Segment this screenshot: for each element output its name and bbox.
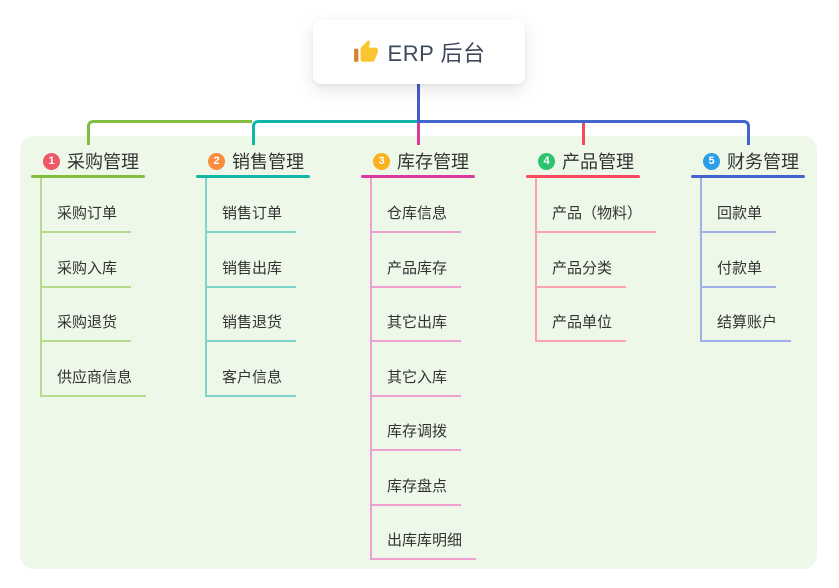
connector-root <box>417 84 420 121</box>
branch-title-label: 库存管理 <box>397 152 469 172</box>
branch-title-label: 产品管理 <box>562 152 634 172</box>
child-node[interactable]: 出库库明细 <box>370 530 477 560</box>
child-node[interactable]: 仓库信息 <box>370 203 462 233</box>
connector-elbow-1 <box>86 120 252 145</box>
child-node[interactable]: 销售出库 <box>205 258 297 288</box>
connector-drop-3 <box>416 121 420 145</box>
child-node[interactable]: 结算账户 <box>700 312 792 342</box>
branch-underline <box>361 175 475 178</box>
root-label: ERP 后台 <box>387 41 486 66</box>
branch-title-3[interactable]: 3 库存管理 <box>361 148 475 174</box>
thumbs-up-icon <box>353 39 379 65</box>
branch-underline <box>526 175 640 178</box>
branch-title-1[interactable]: 1 采购管理 <box>31 148 145 174</box>
branch-number-badge: 1 <box>43 152 60 170</box>
branch-children-line <box>700 178 702 342</box>
branch-number-badge: 3 <box>373 152 390 170</box>
child-node[interactable]: 付款单 <box>700 258 777 288</box>
branch-number-badge: 4 <box>538 152 555 170</box>
branch-underline <box>31 175 145 178</box>
connector-drop-4 <box>581 121 585 145</box>
branch-number-badge: 5 <box>703 152 720 170</box>
child-node[interactable]: 产品分类 <box>535 258 627 288</box>
child-node[interactable]: 采购退货 <box>40 312 132 342</box>
branch-underline <box>196 175 310 178</box>
child-node[interactable]: 采购入库 <box>40 258 132 288</box>
branch-children-line <box>370 178 372 560</box>
root-node[interactable]: ERP 后台 <box>313 20 525 84</box>
branches-panel <box>20 136 817 569</box>
child-node[interactable]: 其它出库 <box>370 312 462 342</box>
connector-elbow-5 <box>416 120 750 145</box>
child-node[interactable]: 销售订单 <box>205 203 297 233</box>
branch-title-label: 财务管理 <box>727 152 799 172</box>
child-node[interactable]: 客户信息 <box>205 367 297 397</box>
branch-number-badge: 2 <box>208 152 225 170</box>
child-node[interactable]: 供应商信息 <box>40 367 147 397</box>
child-node[interactable]: 产品（物料） <box>535 203 657 233</box>
child-node[interactable]: 回款单 <box>700 203 777 233</box>
child-node[interactable]: 库存调拨 <box>370 421 462 451</box>
child-node[interactable]: 其它入库 <box>370 367 462 397</box>
child-node[interactable]: 销售退货 <box>205 312 297 342</box>
child-node[interactable]: 库存盘点 <box>370 476 462 506</box>
branch-underline <box>691 175 805 178</box>
connector-elbow-2 <box>251 120 417 145</box>
child-node[interactable]: 产品单位 <box>535 312 627 342</box>
branch-title-2[interactable]: 2 销售管理 <box>196 148 310 174</box>
child-node[interactable]: 产品库存 <box>370 258 462 288</box>
branch-children-line <box>535 178 537 342</box>
branch-title-5[interactable]: 5 财务管理 <box>691 148 805 174</box>
branch-title-label: 销售管理 <box>232 152 304 172</box>
branch-title-label: 采购管理 <box>67 152 139 172</box>
branch-title-4[interactable]: 4 产品管理 <box>526 148 640 174</box>
child-node[interactable]: 采购订单 <box>40 203 132 233</box>
